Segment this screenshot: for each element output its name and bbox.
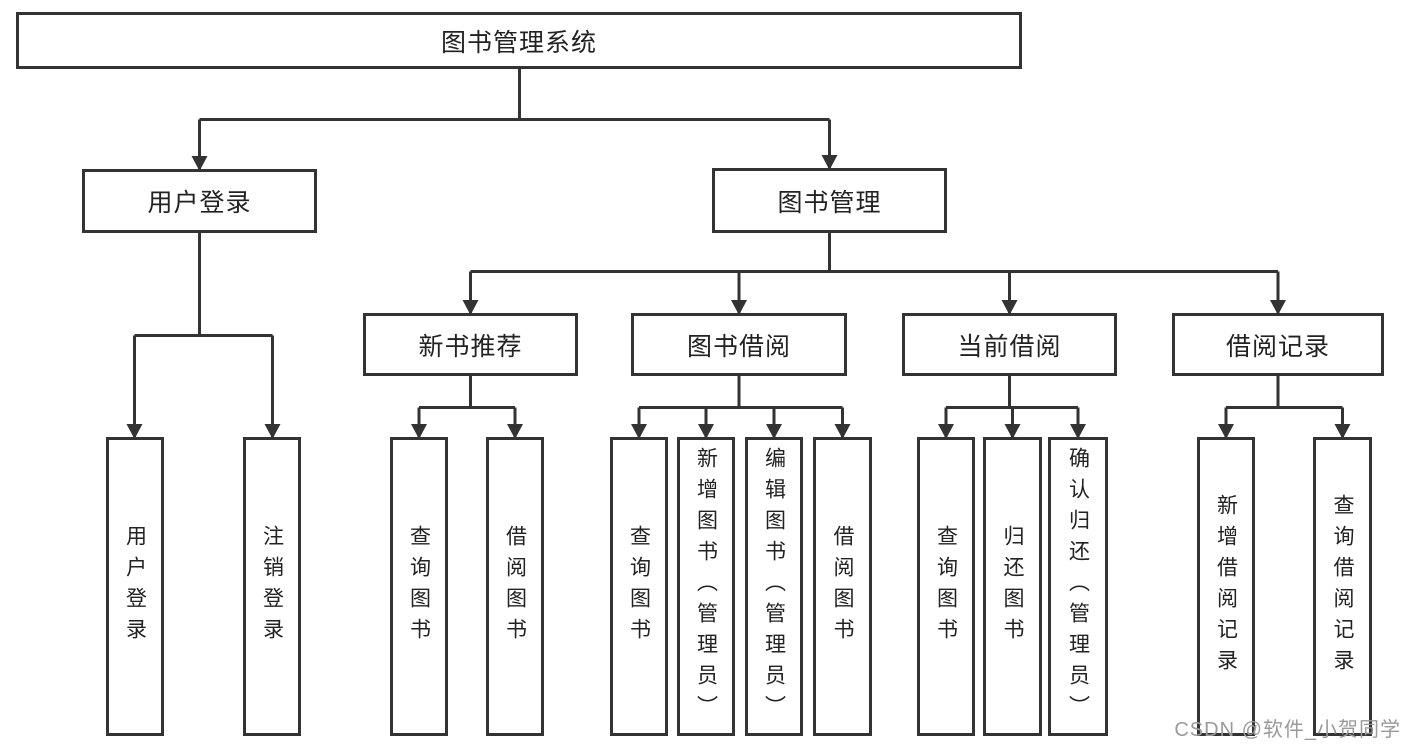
node-leaf-query-borrow-record: 查询借阅记录 (1313, 437, 1372, 736)
node-label: 借阅图书 (831, 524, 854, 649)
node-label: 编辑图书（管理员） (762, 447, 786, 726)
node-label: 查询借阅记录 (1331, 493, 1354, 680)
node-label: 新增图书（管理员） (694, 447, 718, 726)
node-label: 图书管理 (777, 188, 882, 217)
node-leaf-borrow-books: 借阅图书 (813, 437, 872, 736)
node-leaf-query-books-borrow: 查询图书 (610, 437, 668, 736)
node-label: 确认归还（管理员） (1066, 447, 1090, 726)
node-leaf-return-books: 归还图书 (983, 437, 1042, 736)
node-user-login: 用户登录 (82, 169, 317, 233)
node-borrow-records: 借阅记录 (1172, 313, 1384, 376)
node-leaf-edit-books-admin: 编辑图书（管理员） (745, 437, 803, 736)
node-leaf-user-login: 用户登录 (106, 437, 164, 736)
node-label: 借阅记录 (1225, 332, 1330, 361)
node-label: 用户登录 (123, 524, 147, 649)
csdn-watermark: CSDN @软件_小贺同学 (1174, 719, 1401, 741)
node-leaf-confirm-return-admin: 确认归还（管理员） (1048, 437, 1108, 736)
node-leaf-logout: 注销登录 (243, 437, 301, 736)
node-leaf-query-books-current: 查询图书 (917, 437, 975, 736)
node-root: 图书管理系统 (16, 12, 1022, 69)
node-label: 新书推荐 (418, 332, 523, 361)
node-label: 借阅图书 (503, 524, 527, 649)
node-label: 查询图书 (627, 524, 651, 649)
node-leaf-query-books-recommend: 查询图书 (390, 437, 448, 736)
node-book-management: 图书管理 (712, 168, 947, 233)
node-new-book-recommend: 新书推荐 (363, 313, 578, 376)
node-label: 用户登录 (147, 189, 252, 217)
node-leaf-borrow-books-recommend: 借阅图书 (486, 437, 544, 736)
node-label: 图书管理系统 (440, 28, 597, 57)
node-label: 新增借阅记录 (1214, 493, 1238, 680)
node-leaf-add-borrow-record: 新增借阅记录 (1197, 437, 1255, 736)
node-label: 图书借阅 (686, 332, 791, 361)
node-label: 查询图书 (407, 524, 431, 649)
node-book-borrow: 图书借阅 (631, 313, 847, 376)
node-label: 当前借阅 (957, 332, 1062, 361)
node-current-borrow: 当前借阅 (902, 313, 1117, 376)
node-label: 归还图书 (1001, 524, 1024, 649)
node-leaf-add-books-admin: 新增图书（管理员） (677, 437, 735, 736)
node-label: 注销登录 (260, 524, 284, 649)
node-label: 查询图书 (934, 524, 958, 649)
